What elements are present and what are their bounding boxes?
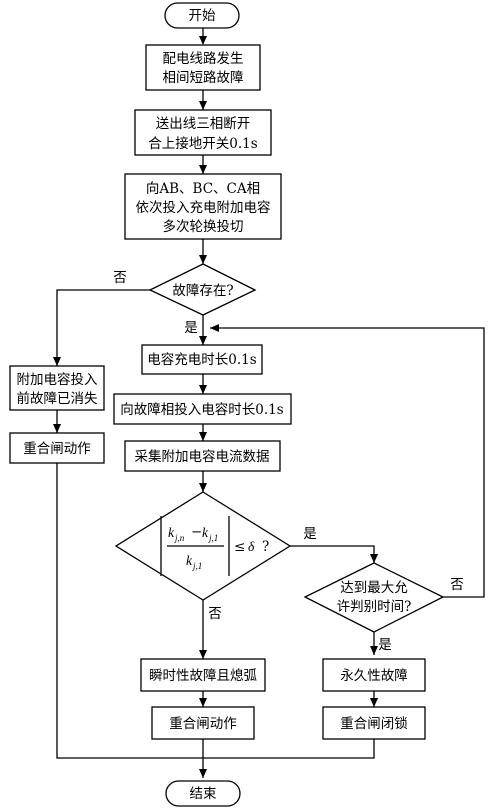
reclose-mid-box <box>151 706 255 740</box>
arrowheads <box>53 36 378 778</box>
reclose-left-box <box>9 432 105 464</box>
arrowhead <box>199 483 207 492</box>
inject-label: 向故障相投入电容时长0.1s <box>120 401 283 418</box>
charge-label: 电容充电时长0.1s <box>147 351 256 368</box>
end-terminal <box>165 780 241 807</box>
arrowhead <box>370 646 378 655</box>
arrowhead <box>199 769 207 778</box>
exists-diamond <box>148 263 257 316</box>
cap-box <box>124 173 282 240</box>
arrowhead <box>199 101 207 110</box>
arrowhead <box>53 357 61 366</box>
reclose-mid-label: 重合闸动作 <box>169 716 237 732</box>
node-charge: 电容充电时长0.1s <box>141 344 263 375</box>
permanent-label: 永久性故障 <box>340 668 408 684</box>
connector-lock-to-end <box>203 739 375 759</box>
gone-line1: 附加电容投入 <box>17 371 98 388</box>
connector-left-to-end <box>56 463 203 759</box>
arrowhead <box>199 165 207 174</box>
lock-label: 重合闸闭锁 <box>340 716 408 732</box>
fault-line2: 相间短路故障 <box>163 70 244 86</box>
exists-label: 故障存在? <box>172 283 233 299</box>
cap-line1: 向AB、BC、CA相 <box>146 181 260 197</box>
label-yes-exists: 是 <box>184 320 198 336</box>
formula-question: ? <box>262 539 269 555</box>
arrowhead <box>199 36 207 45</box>
label-no-exists: 否 <box>113 270 127 286</box>
node-start: 开始 <box>164 2 240 29</box>
gone-line2: 前故障已消失 <box>17 390 98 407</box>
ground-line2: 合上接地开关0.1s <box>148 135 257 152</box>
num-sub1: j,n <box>174 533 185 543</box>
ground-line1: 送出线三相断开 <box>156 116 251 132</box>
transient-label: 瞬时性故障且熄弧 <box>149 667 257 684</box>
fault-box <box>145 44 261 91</box>
arrowhead <box>199 650 207 659</box>
connector-decision-yes <box>290 545 375 563</box>
arrowhead <box>210 324 219 332</box>
arrowhead <box>370 698 378 707</box>
node-reclose-left: 重合闸动作 <box>9 432 105 464</box>
cap-line3: 多次轮换投切 <box>163 218 244 235</box>
arrowhead <box>199 698 207 707</box>
node-inject: 向故障相投入电容时长0.1s <box>113 393 292 425</box>
node-formula-decision: k j,n − k j,1 k j,1 ≤ δ ? <box>114 491 292 601</box>
num-sub2: j,1 <box>208 533 218 543</box>
collect-box <box>124 440 281 472</box>
node-fault: 配电线路发生 相间短路故障 <box>145 44 261 91</box>
node-lock: 重合闸闭锁 <box>322 706 426 740</box>
node-reclose-mid: 重合闸动作 <box>151 706 255 740</box>
label-no-formula: 否 <box>208 606 222 622</box>
formula-le: ≤ <box>234 539 245 555</box>
connector-exists-no <box>56 289 150 366</box>
num-k1: k <box>168 525 175 540</box>
label-no-maxtime: 否 <box>450 577 464 593</box>
maxtime-line1: 达到最大允 <box>340 580 408 596</box>
reclose-left-label: 重合闸动作 <box>23 441 91 457</box>
node-collect: 采集附加电容电流数据 <box>124 440 281 472</box>
node-end: 结束 <box>165 780 241 807</box>
node-gone: 附加电容投入 前故障已消失 <box>9 365 105 411</box>
arrowhead <box>199 432 207 441</box>
node-transient: 瞬时性故障且熄弧 <box>140 658 266 692</box>
label-yes-formula: 是 <box>303 526 317 542</box>
inject-box <box>113 393 292 425</box>
label-yes-maxtime: 是 <box>378 637 392 653</box>
lock-box <box>322 706 426 740</box>
arrowhead <box>53 424 61 433</box>
node-exists-decision: 故障存在? <box>148 263 257 316</box>
den-sub: j,1 <box>192 561 202 571</box>
cap-line2: 依次投入充电附加电容 <box>136 199 271 216</box>
start-terminal <box>164 2 240 29</box>
maxtime-line2: 许判别时间? <box>337 599 412 615</box>
num-k2: k <box>202 525 209 540</box>
charge-box <box>141 344 263 375</box>
arrowhead <box>370 554 378 563</box>
node-ground: 送出线三相断开 合上接地开关0.1s <box>134 109 272 156</box>
fault-line1: 配电线路发生 <box>163 51 244 67</box>
gone-box <box>9 365 105 411</box>
ground-box <box>134 109 272 156</box>
end-label: 结束 <box>190 786 217 802</box>
node-permanent: 永久性故障 <box>322 658 426 692</box>
connector-maxtime-no-loop <box>210 327 485 598</box>
start-label: 开始 <box>189 8 216 24</box>
permanent-box <box>322 658 426 692</box>
formula-delta: δ <box>248 539 255 554</box>
collect-label: 采集附加电容电流数据 <box>135 448 270 465</box>
node-maxtime-decision: 达到最大允 许判别时间? <box>303 562 445 633</box>
node-cap: 向AB、BC、CA相 依次投入充电附加电容 多次轮换投切 <box>124 173 282 240</box>
maxtime-diamond <box>303 562 445 633</box>
arrowhead <box>199 336 207 345</box>
arrowhead <box>199 255 207 264</box>
num-minus: − <box>191 524 202 540</box>
arrowhead <box>199 385 207 394</box>
transient-box <box>140 658 266 692</box>
den-k: k <box>186 553 193 568</box>
